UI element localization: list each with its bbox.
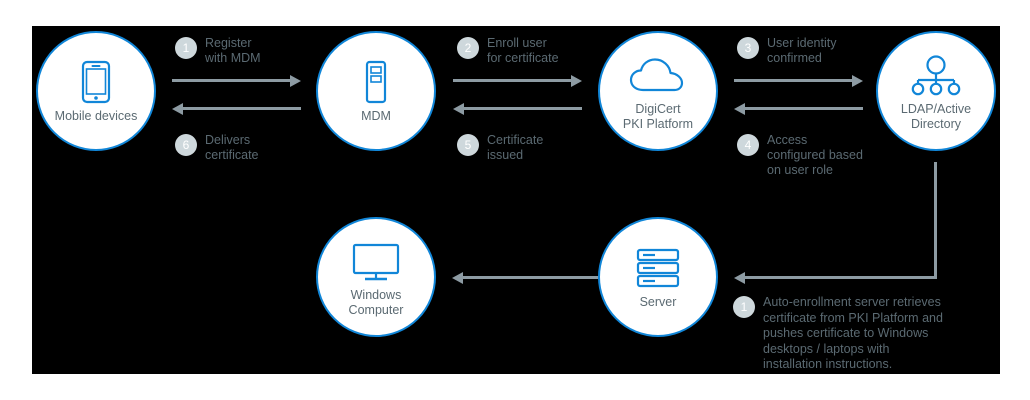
arrow-mobile-to-mdm-line: [172, 79, 290, 82]
arrow-digicert-to-ldap-line: [734, 79, 852, 82]
node-label: Windows Computer: [348, 288, 404, 317]
step-text: Register with MDM: [205, 36, 261, 65]
step-3: 3 User identity confirmed: [737, 36, 867, 66]
step-text: Delivers certificate: [205, 133, 259, 162]
arrow-mobile-to-mdm-head: [290, 74, 301, 87]
step-text: Access configured based on user role: [767, 133, 863, 177]
node-label: Mobile devices: [54, 109, 138, 124]
arrow-mdm-to-digicert-head: [571, 74, 582, 87]
step-6: 6 Delivers certificate: [175, 133, 295, 163]
node-label: LDAP/Active Directory: [900, 102, 972, 131]
desktop-monitor-icon: [352, 237, 400, 283]
step-text: User identity confirmed: [767, 36, 837, 65]
note-badge: 1: [733, 296, 755, 318]
server-tower-icon: [362, 58, 390, 104]
step-badge: 1: [175, 37, 197, 59]
arrow-digicert-to-mdm-head: [453, 102, 464, 115]
elbow-ldap-to-server-head: [734, 271, 745, 284]
step-text: Enroll user for certificate: [487, 36, 559, 65]
arrow-server-to-windows-head: [452, 271, 463, 284]
arrow-server-to-windows-line: [463, 276, 598, 279]
arrow-mdm-to-digicert-line: [453, 79, 571, 82]
arrow-ldap-to-digicert-line: [745, 107, 863, 110]
node-label: MDM: [361, 109, 391, 124]
arrow-ldap-to-digicert-head: [734, 102, 745, 115]
node-digicert-pki-platform[interactable]: DigiCert PKI Platform: [598, 31, 718, 151]
node-mdm[interactable]: MDM: [316, 31, 436, 151]
org-chart-icon: [909, 51, 963, 97]
node-label: DigiCert PKI Platform: [622, 102, 694, 131]
elbow-ldap-to-server-horizontal: [745, 276, 937, 279]
auto-enrollment-note: 1 Auto-enrollment server retrieves certi…: [733, 295, 993, 373]
step-badge: 3: [737, 37, 759, 59]
node-server[interactable]: Server: [598, 217, 718, 337]
smartphone-icon: [81, 58, 111, 104]
cloud-icon: [629, 51, 687, 97]
node-label: Server: [639, 295, 677, 310]
arrow-mdm-to-mobile-head: [172, 102, 183, 115]
step-badge: 2: [457, 37, 479, 59]
step-badge: 4: [737, 134, 759, 156]
step-4: 4 Access configured based on user role: [737, 133, 882, 178]
arrow-mdm-to-mobile-line: [183, 107, 301, 110]
step-2: 2 Enroll user for certificate: [457, 36, 587, 66]
step-text: Certificate issued: [487, 133, 544, 162]
node-ldap-active-directory[interactable]: LDAP/Active Directory: [876, 31, 996, 151]
node-mobile-devices[interactable]: Mobile devices: [36, 31, 156, 151]
arrow-digicert-to-ldap-head: [852, 74, 863, 87]
step-1: 1 Register with MDM: [175, 36, 295, 66]
arrow-digicert-to-mdm-line: [464, 107, 582, 110]
elbow-ldap-to-server-vertical: [934, 162, 937, 279]
note-text: Auto-enrollment server retrieves certifi…: [763, 295, 943, 371]
step-5: 5 Certificate issued: [457, 133, 587, 163]
step-badge: 6: [175, 134, 197, 156]
node-windows-computer[interactable]: Windows Computer: [316, 217, 436, 337]
step-badge: 5: [457, 134, 479, 156]
diagram-background-panel: [32, 26, 1000, 374]
server-rack-icon: [636, 244, 680, 290]
